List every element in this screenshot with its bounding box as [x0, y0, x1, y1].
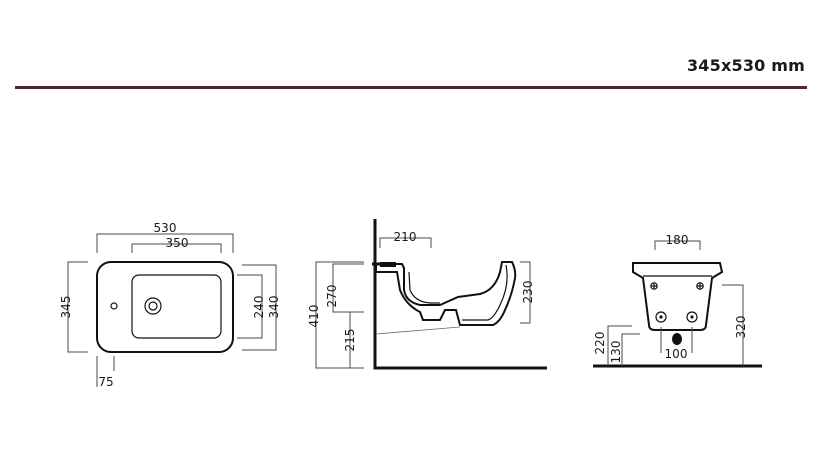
- floor-reference-line: [375, 326, 461, 335]
- top-view: 530 350 345 240 340 75: [59, 221, 281, 389]
- drain-hole: [144, 297, 162, 315]
- top-view-basin: [131, 274, 222, 339]
- connector-icon: [380, 262, 396, 267]
- dim-line-height-lower: [621, 333, 640, 366]
- label-wall-projection: 210: [394, 230, 417, 244]
- label-height-bracket: 220: [593, 332, 607, 355]
- rear-view: 180 220 130 100 320: [593, 233, 762, 368]
- dim-line-height-total: [315, 261, 364, 369]
- dim-line-height-floor: [349, 311, 364, 369]
- label-basin-length: 350: [166, 236, 189, 250]
- dim-line-basin-length: [131, 243, 222, 253]
- drain-hole-inner: [148, 301, 158, 311]
- top-view-outline: [96, 261, 234, 353]
- dim-line-bowl-height: [520, 261, 531, 324]
- label-width-top: 180: [666, 233, 689, 247]
- dim-line-height-total-rear: [722, 284, 744, 366]
- bracket-hole-left: [650, 282, 658, 290]
- supply-hole-right: [686, 311, 698, 323]
- label-height-lower: 130: [609, 341, 623, 364]
- dim-line-height-bracket: [607, 325, 632, 366]
- tap-hole: [110, 302, 118, 310]
- label-height-total: 410: [307, 305, 321, 328]
- dim-line-wall-projection: [379, 237, 432, 248]
- bidet-bowl-inner: [408, 271, 440, 304]
- dim-line-length: [96, 233, 234, 253]
- supply-hole-left-dot: [659, 315, 663, 319]
- label-length: 530: [154, 221, 177, 235]
- waste-outlet: [672, 333, 682, 345]
- label-bowl-height: 230: [521, 281, 535, 304]
- supply-hole-right-dot: [690, 315, 694, 319]
- dim-line-depth: [67, 261, 88, 353]
- header-divider: [15, 86, 807, 89]
- label-basin-depth: 240: [252, 296, 266, 319]
- side-view: 210 410 270 215 230: [307, 219, 547, 370]
- label-height-floor: 215: [343, 329, 357, 352]
- bracket-hole-right: [696, 282, 704, 290]
- rear-body-outline: [632, 262, 724, 331]
- dim-line-basin-depth: [237, 274, 263, 339]
- label-height-rim: 270: [325, 285, 339, 308]
- supply-hole-left: [655, 311, 667, 323]
- label-overall-depth: 340: [267, 296, 281, 319]
- label-tap-offset: 75: [98, 375, 113, 389]
- label-depth: 345: [59, 296, 73, 319]
- label-spacing-holes: 100: [665, 347, 688, 361]
- label-height-total-rear: 320: [734, 316, 748, 339]
- bidet-profile: [375, 261, 517, 326]
- page-title: 345x530 mm: [686, 56, 805, 75]
- dim-line-width-top: [654, 240, 701, 250]
- bidet-rim-inner: [462, 264, 508, 321]
- dim-line-overall-depth: [242, 264, 277, 351]
- dim-line-height-rim: [332, 263, 364, 313]
